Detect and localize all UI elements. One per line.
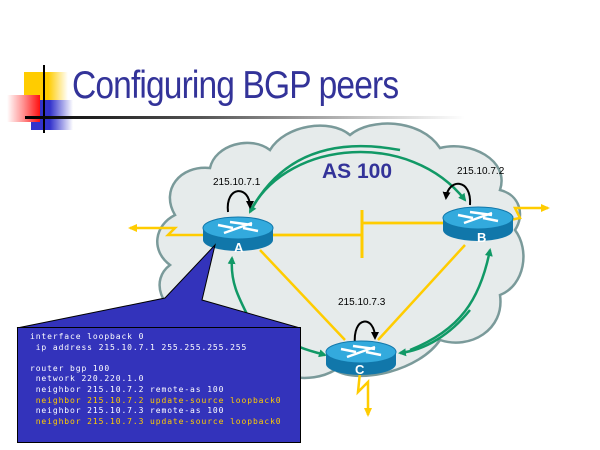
router-icon-arrows — [340, 344, 382, 359]
loopback-arrow-a — [226, 190, 254, 213]
config-line: network 220.220.1.0 — [30, 374, 145, 384]
external-link-b — [509, 204, 550, 222]
external-link-c — [356, 371, 372, 417]
loopback-arrow-c — [353, 320, 379, 346]
slide-title: Configuring BGP peers — [72, 64, 399, 107]
config-line — [30, 353, 300, 364]
loopback-arrow-b — [442, 182, 472, 206]
router-b[interactable]: B — [442, 206, 514, 245]
ibgp-b-c — [409, 248, 493, 352]
router-a-label: A — [234, 240, 244, 255]
router-c-label: C — [355, 362, 365, 377]
router-a-config-callout: interface loopback 0 ip address 215.10.7… — [17, 327, 301, 443]
config-line-highlighted: neighbor 215.10.7.3 update-source loopba… — [30, 416, 282, 426]
router-icon-arrows — [457, 210, 499, 225]
ibgp-a-b — [250, 150, 467, 209]
config-line: neighbor 215.10.7.3 remote-as 100 — [30, 406, 225, 416]
physical-links — [128, 204, 550, 417]
router-c[interactable]: C — [325, 340, 397, 377]
ibgp-sessions — [227, 144, 493, 358]
config-line: router bgp 100 — [30, 363, 111, 373]
link-b-c — [377, 244, 466, 341]
as-label: AS 100 — [322, 160, 392, 183]
loopback-label-a: 215.10.7.1 — [213, 177, 261, 188]
logo-vertical-line — [43, 65, 45, 133]
loopback-label-b: 215.10.7.2 — [457, 166, 505, 177]
router-b-label: B — [477, 230, 486, 245]
config-line: interface loopback 0 — [30, 332, 145, 341]
router-a[interactable]: A — [202, 216, 274, 255]
config-line-highlighted: neighbor 215.10.7.2 update-source loopba… — [30, 395, 282, 405]
title-underline — [25, 116, 465, 119]
external-link-a — [128, 224, 203, 237]
config-line: ip address 215.10.7.1 255.255.255.255 — [30, 342, 248, 352]
link-a-c — [259, 249, 346, 341]
loopback-label-c: 215.10.7.3 — [338, 297, 386, 308]
router-icon-arrows — [217, 220, 259, 235]
config-line: neighbor 215.10.7.2 remote-as 100 — [30, 384, 225, 394]
